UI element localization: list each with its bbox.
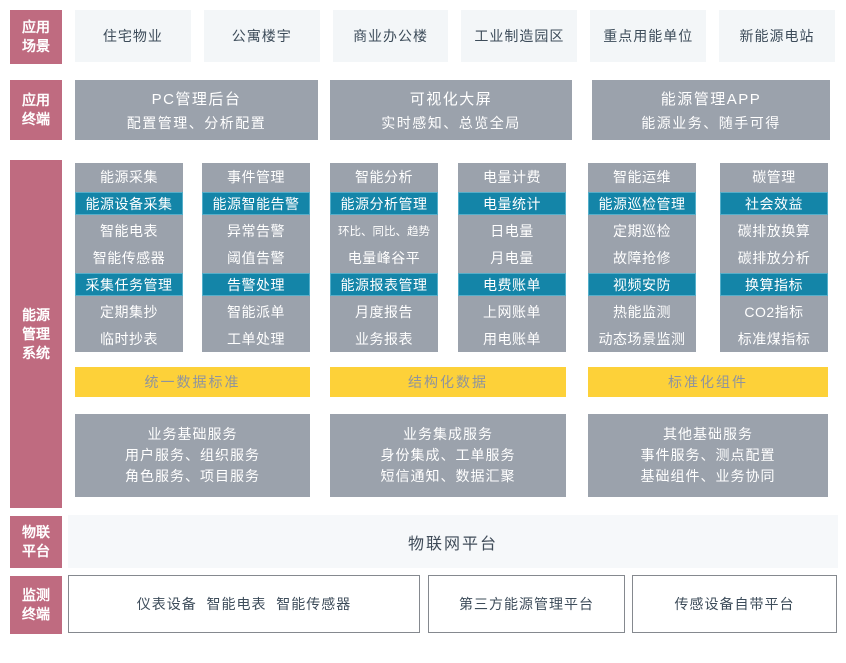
monitor-device-box-sensor-platform: 传感设备自带平台	[632, 575, 837, 633]
ems-column-electricity-billing: 电量计费 电量统计 日电量 月电量 电费账单 上网账单 用电账单	[458, 163, 566, 352]
terminal-title: 能源管理APP	[660, 90, 762, 108]
ems-module-item: 日电量	[490, 222, 534, 239]
ems-module-item: 智能分析	[355, 168, 413, 185]
ems-module-item: 能源采集	[100, 168, 158, 185]
ems-group-analysis-billing: 智能分析 能源分析管理 环比、同比、趋势 电量峰谷平 能源报表管理 月度报告 业…	[330, 160, 566, 508]
ems-module-item: 故障抢修	[613, 249, 671, 266]
ems-module-item: 工单处理	[227, 330, 285, 347]
ems-module-item: 智能传感器	[92, 249, 166, 266]
monitor-device-box-meters: 仪表设备 智能电表 智能传感器	[68, 575, 420, 633]
ems-module-item-highlight: 能源智能告警	[202, 192, 310, 215]
ems-module-item-highlight: 告警处理	[202, 273, 310, 296]
ems-group-operation-carbon: 智能运维 能源巡检管理 定期巡检 故障抢修 视频安防 热能监测 动态场景监测 碳…	[588, 160, 828, 508]
service-line: 业务基础服务	[147, 426, 238, 442]
scenario-item-industrial-park: 工业制造园区	[461, 10, 578, 62]
ems-group-collection-events: 能源采集 能源设备采集 智能电表 智能传感器 采集任务管理 定期集抄 临时抄表 …	[75, 160, 310, 508]
ems-module-item-highlight: 视频安防	[588, 273, 696, 296]
scenario-item-apartment: 公寓楼宇	[203, 10, 320, 62]
terminal-pc-admin: PC管理后台 配置管理、分析配置	[75, 80, 318, 140]
side-label-energy-management-system: 能源 管理 系统	[10, 160, 62, 508]
ems-columns: 智能分析 能源分析管理 环比、同比、趋势 电量峰谷平 能源报表管理 月度报告 业…	[330, 163, 566, 352]
ems-module-item: 智能派单	[227, 303, 285, 320]
ems-module-item-highlight: 社会效益	[720, 192, 828, 215]
scenario-item-commercial-office: 商业办公楼	[332, 10, 449, 62]
side-label-monitoring-terminals: 监测 终端	[10, 576, 62, 634]
ems-module-item: 月电量	[490, 249, 534, 266]
ems-column-smart-analysis: 智能分析 能源分析管理 环比、同比、趋势 电量峰谷平 能源报表管理 月度报告 业…	[330, 163, 438, 352]
data-standard-bar: 结构化数据	[330, 367, 566, 397]
side-label-application-scenarios: 应用 场景	[10, 10, 62, 64]
ems-module-item-highlight: 能源分析管理	[330, 192, 438, 215]
ems-module-item: 用电账单	[483, 330, 541, 347]
ems-module-item-highlight: 换算指标	[720, 273, 828, 296]
ems-module-item: 定期巡检	[613, 222, 671, 239]
service-line: 用户服务、组织服务	[125, 447, 260, 463]
service-line: 角色服务、项目服务	[125, 468, 260, 484]
scenario-row: 住宅物业 公寓楼宇 商业办公楼 工业制造园区 重点用能单位 新能源电站	[75, 10, 835, 62]
service-line: 基础组件、业务协同	[640, 468, 776, 484]
ems-module-item: 阈值告警	[227, 249, 285, 266]
ems-module-item: 事件管理	[227, 168, 285, 185]
ems-module-item: 业务报表	[355, 330, 413, 347]
ems-module-item: 碳管理	[752, 168, 796, 185]
ems-module-item: 热能监测	[613, 303, 671, 320]
ems-column-carbon-management: 碳管理 社会效益 碳排放换算 碳排放分析 换算指标 CO2指标 标准煤指标	[720, 163, 828, 352]
ems-module-item-highlight: 能源报表管理	[330, 273, 438, 296]
terminal-subtitle: 配置管理、分析配置	[126, 114, 267, 131]
terminal-title: 可视化大屏	[409, 90, 493, 108]
ems-module-item: 临时抄表	[100, 330, 158, 347]
data-standard-bar: 统一数据标准	[75, 367, 310, 397]
ems-module-item: 环比、同比、趋势	[338, 225, 430, 238]
side-label-iot-platform: 物联 平台	[10, 516, 62, 568]
side-label-application-terminals: 应用 终端	[10, 80, 62, 140]
terminal-energy-app: 能源管理APP 能源业务、随手可得	[592, 80, 830, 140]
iot-platform-bar: 物联网平台	[68, 515, 838, 568]
ems-module-item-highlight: 采集任务管理	[75, 273, 183, 296]
monitor-device-box-thirdparty-platform: 第三方能源管理平台	[428, 575, 625, 633]
service-line: 业务集成服务	[403, 426, 493, 442]
ems-module-item-highlight: 能源巡检管理	[588, 192, 696, 215]
scenario-item-key-energy-user: 重点用能单位	[590, 10, 707, 62]
ems-module-item-highlight: 能源设备采集	[75, 192, 183, 215]
terminal-visual-dashboard: 可视化大屏 实时感知、总览全局	[330, 80, 572, 140]
ems-module-item: 碳排放换算	[737, 222, 811, 239]
ems-module-item: 智能运维	[613, 168, 671, 185]
ems-module-item: CO2指标	[744, 303, 804, 320]
scenario-item-new-energy-station: 新能源电站	[719, 10, 835, 62]
ems-column-event-management: 事件管理 能源智能告警 异常告警 阈值告警 告警处理 智能派单 工单处理	[202, 163, 310, 352]
ems-module-item: 电量峰谷平	[347, 249, 421, 266]
ems-module-item: 电量计费	[483, 168, 541, 185]
data-standard-bar: 标准化组件	[588, 367, 828, 397]
ems-module-item-highlight: 电费账单	[458, 273, 566, 296]
terminal-subtitle: 实时感知、总览全局	[381, 114, 521, 131]
service-line: 其他基础服务	[663, 426, 753, 442]
ems-module-item: 动态场景监测	[598, 330, 686, 347]
ems-module-item: 碳排放分析	[737, 249, 811, 266]
service-box-integration: 业务集成服务 身份集成、工单服务 短信通知、数据汇聚	[330, 414, 566, 497]
terminal-title: PC管理后台	[151, 90, 242, 108]
ems-module-item: 智能电表	[100, 222, 158, 239]
service-box-other-basic: 其他基础服务 事件服务、测点配置 基础组件、业务协同	[588, 414, 828, 497]
service-box-basic-business: 业务基础服务 用户服务、组织服务 角色服务、项目服务	[75, 414, 310, 497]
ems-module-item: 标准煤指标	[737, 330, 811, 347]
scenario-item-residential: 住宅物业	[75, 10, 191, 62]
ems-module-item: 月度报告	[355, 303, 413, 320]
ems-module-item: 异常告警	[227, 222, 285, 239]
ems-column-energy-collection: 能源采集 能源设备采集 智能电表 智能传感器 采集任务管理 定期集抄 临时抄表	[75, 163, 183, 352]
ems-columns: 能源采集 能源设备采集 智能电表 智能传感器 采集任务管理 定期集抄 临时抄表 …	[75, 163, 310, 352]
ems-module-item-highlight: 电量统计	[458, 192, 566, 215]
ems-module-item: 定期集抄	[100, 303, 158, 320]
ems-module-item: 上网账单	[483, 303, 541, 320]
ems-column-smart-operation: 智能运维 能源巡检管理 定期巡检 故障抢修 视频安防 热能监测 动态场景监测	[588, 163, 696, 352]
ems-columns: 智能运维 能源巡检管理 定期巡检 故障抢修 视频安防 热能监测 动态场景监测 碳…	[588, 163, 828, 352]
terminal-subtitle: 能源业务、随手可得	[641, 114, 781, 131]
service-line: 身份集成、工单服务	[380, 447, 516, 463]
service-line: 短信通知、数据汇聚	[380, 468, 516, 484]
service-line: 事件服务、测点配置	[640, 447, 776, 463]
